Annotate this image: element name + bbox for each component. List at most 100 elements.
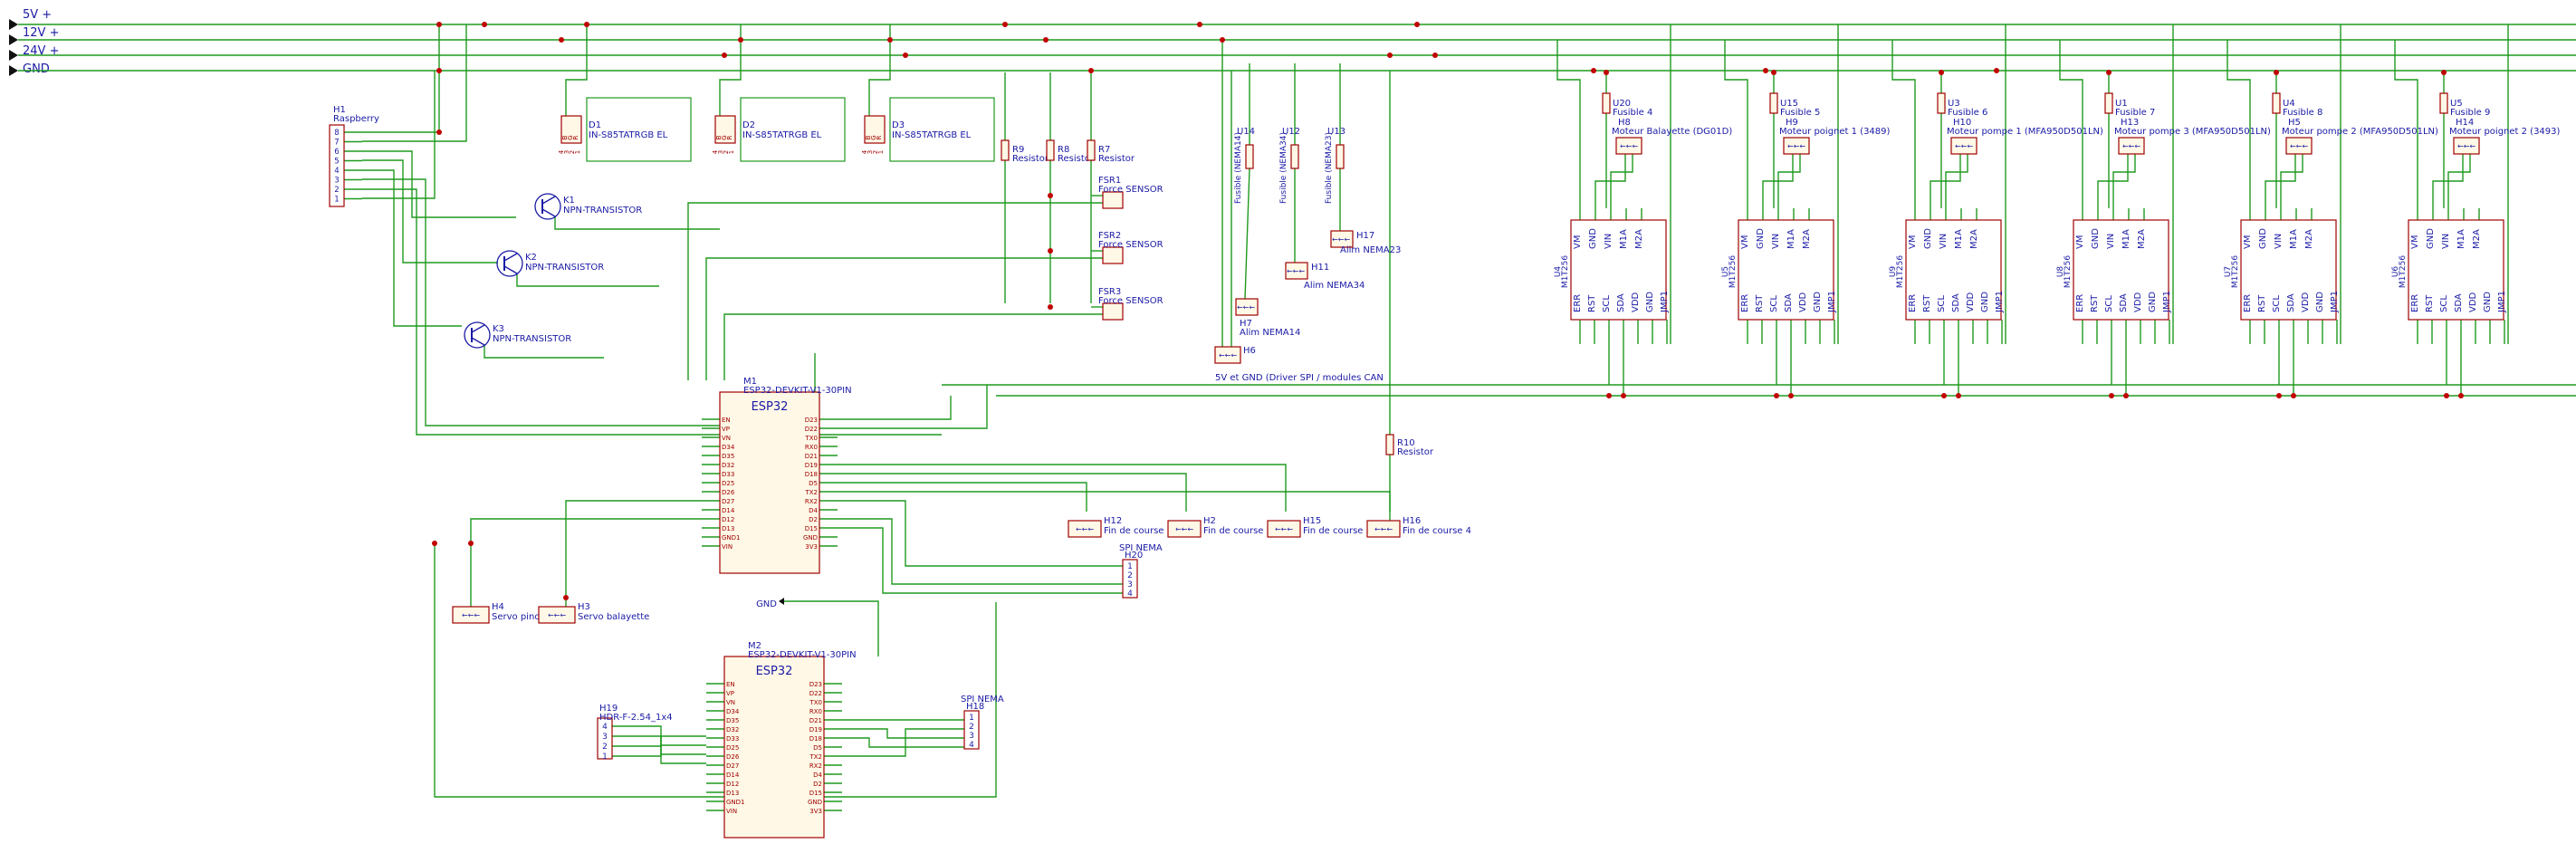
driver-pin: JMP1 [1827,291,1837,313]
servo-ref: H4 [492,602,504,612]
wire [1777,154,1801,208]
esp32-m2-left-pin: D35 [726,717,739,724]
wire [434,543,997,798]
esp32-m1-ref: M1 [743,377,757,387]
driver-motor-ref: H13 [2121,118,2139,128]
esp32-m2-right-pin: D15 [809,790,822,797]
driver-pin: SCL [2272,295,2282,312]
esp32-m1-left-pin: EN [722,417,731,424]
led-pin-name: B [715,135,723,139]
driver-pin: M2A [2472,229,2482,249]
driver-ref: U9 [1889,266,1898,278]
h6-note: 5V et GND (Driver SPI / modules CAN [1215,373,1384,383]
junction-dot [887,37,893,43]
esp32-m2-right-pin: D2 [813,781,822,788]
h6-header [1214,346,1241,364]
force-sensor-ref: FSR1 [1098,176,1121,186]
driver-pin: VIN [2274,234,2284,249]
junction-dot [903,53,908,58]
driver-U7 [2240,219,2337,321]
esp32-m1-right-pin: TX2 [804,489,818,496]
spi-nema-h20-pin: 4 [1127,589,1133,599]
wire [842,728,964,739]
spi-nema-h20-name: SPI NEMA [1119,543,1163,553]
wire [838,518,1123,585]
connector-glyph: ←←← [1955,142,1973,150]
driver-pin: ERR [2075,294,2085,312]
driver-pin: VM [2243,235,2253,249]
driver-ref: U7 [2224,266,2233,277]
spi-nema-h20-pin: 3 [1127,580,1133,589]
transistor-collector [541,196,556,205]
esp32-m2-left-pin: VP [726,690,734,697]
hdr-name: HDR-F-2.54_1x4 [599,713,673,723]
esp32-m2-left-pin: VIN [726,808,737,815]
junction-dot [468,541,474,546]
driver-fuse-ref: U20 [1613,99,1631,109]
driver-motor-name: Moteur Balayette (DG01D) [1612,127,1732,137]
hdr-pin: 4 [602,723,608,732]
esp32-m1 [719,391,820,574]
wire [838,464,1287,512]
junction-dot [1771,70,1776,75]
esp32-m1-right-pin: D15 [805,525,818,532]
fuse-ref: U14 [1237,127,1255,137]
nema-header-name: Alim NEMA23 [1340,245,1401,255]
esp32-m1-left-pin: D34 [722,444,735,451]
transistor-emitter [541,208,556,217]
esp32-m1-left-pin: D14 [722,507,735,514]
wire [784,600,879,657]
junction-dot [1994,68,1999,73]
wire [362,71,436,199]
wire [1945,154,1968,208]
raspberry-pin-2: 2 [334,186,339,195]
led-pin-number: 4 [712,149,719,154]
wire [2059,40,2083,208]
driver-pin: VDD [2468,292,2478,312]
led-pin-number: 1 [877,150,885,154]
driver-pin: GND [1923,228,1933,249]
driver-pin: ERR [1740,294,1750,312]
components-layer: H1Raspberry87654321BGR4321D1IN-S85TATRGB… [9,19,2561,839]
junction-dot [1788,393,1794,398]
fuse-ref: U13 [1327,127,1345,137]
led-pin-name: G [721,135,728,139]
esp32-m1-left-pin: D25 [722,480,734,487]
junction-dot [1956,393,1961,398]
esp32-m1-right-pin: TX0 [804,435,818,442]
wire [838,396,952,420]
led-pin-number: 4 [861,149,868,154]
driver-pin: GND [2258,228,2268,249]
connector-glyph: ←←← [2457,142,2475,150]
esp32-m2-left-pin: D12 [726,781,739,788]
driver-pin: VDD [1631,292,1641,312]
esp32-m2-right-pin: 3V3 [809,808,822,815]
driver-motor-ref: H5 [2288,118,2301,128]
servo-name: Servo balayette [578,612,649,622]
junction-dot [1591,68,1596,73]
driver-motor-header-H13 [2118,137,2145,155]
connector-glyph: ←←← [1287,267,1305,275]
esp32-m1-right-pin: RX0 [805,444,818,451]
driver-ref: U8 [2056,266,2065,278]
nema-header-H7 [1235,298,1259,316]
driver-pin: JMP1 [2162,291,2172,313]
esp32-m1-right-pin: D23 [805,417,818,424]
wire [842,737,964,748]
driver-pin: GND [1756,228,1766,249]
spi-nema-h18-ref: H18 [966,702,984,712]
hdr-pin: 1 [602,752,608,762]
transistor-K3 [464,321,491,349]
esp32-m2-left-pin: D34 [726,708,740,715]
junction-dot [1002,22,1008,27]
servo-ref: H3 [578,602,590,612]
driver-pin: M1A [2289,229,2299,249]
driver-fuse-ref: U1 [2115,99,2128,109]
esp32-m1-left-pin: D26 [722,489,735,496]
driver-fuse-U15 [1769,92,1778,114]
esp32-m1-left-pin: GND1 [722,534,741,542]
driver-pin: M1A [1954,229,1964,249]
junction-dot [1220,37,1225,43]
led-pin-number: 2 [872,150,879,154]
driver-ref: U5 [1721,266,1730,277]
